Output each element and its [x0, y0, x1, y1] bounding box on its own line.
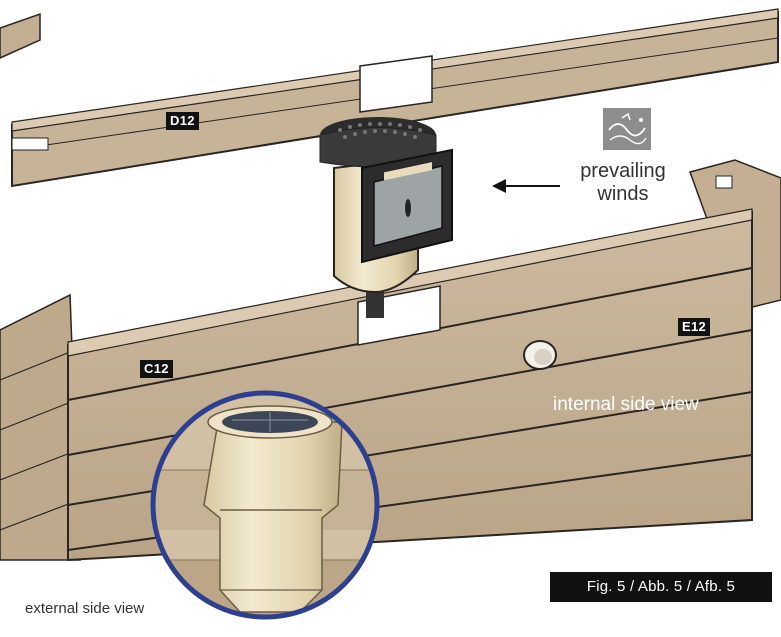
side-wall-left — [0, 293, 81, 561]
figure-caption: Fig. 5 / Abb. 5 / Afb. 5 — [550, 572, 772, 602]
magnifier-external-view — [150, 390, 380, 620]
label-e12: E12 — [678, 318, 711, 336]
label-c12: C12 — [140, 360, 173, 378]
external-side-view-label: external side view — [25, 600, 145, 617]
background-board-left — [0, 12, 41, 59]
internal-side-view-label: internal side view — [553, 394, 699, 415]
wind-icon — [603, 108, 651, 150]
arrow-left-icon — [492, 179, 560, 193]
label-d12: D12 — [166, 112, 199, 130]
prevailing-winds-line2: winds — [597, 183, 649, 205]
prevailing-winds-line1: prevailing — [580, 160, 666, 182]
skimmer — [319, 117, 453, 318]
panel-d12 — [11, 8, 779, 188]
prevailing-winds-label: prevailing winds — [568, 160, 678, 206]
